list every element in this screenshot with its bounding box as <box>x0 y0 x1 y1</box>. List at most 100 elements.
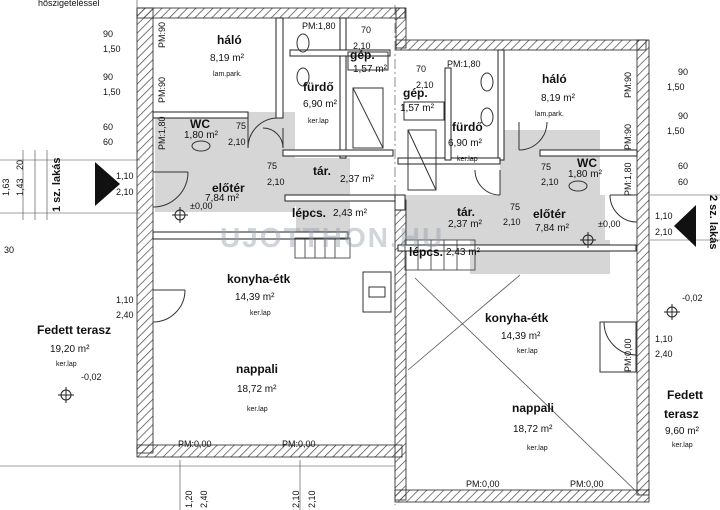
dim-60-b: 60 <box>103 137 114 147</box>
apartment-label-1: 1 sz. lakás <box>51 157 63 212</box>
room-halo-left: háló <box>217 33 242 47</box>
dim-20: 20 <box>15 159 25 170</box>
doors <box>152 117 638 356</box>
pm-furdo-right: PM:1,80 <box>447 59 481 69</box>
level-entry-left: ±0,00 <box>190 201 213 211</box>
entrance-arrow-right <box>674 205 696 247</box>
room-lepcs-left: lépcs. <box>292 206 327 220</box>
dim-75-d: 75 <box>510 202 521 212</box>
area-halo-right: 8,19 m² <box>541 93 575 104</box>
dim-60-d: 60 <box>678 177 689 187</box>
dim-163: 1,63 <box>1 178 11 196</box>
area-lepcs-left: 2,43 m² <box>333 208 367 219</box>
dim-70-b: 70 <box>416 64 427 74</box>
dim-90-d: 90 <box>678 111 689 121</box>
outer-walls <box>136 7 650 503</box>
dim-110-b: 1,10 <box>116 295 134 305</box>
pm-0-c: PM:0,00 <box>466 479 500 489</box>
room-terasz-left: Fedett terasz <box>37 323 112 337</box>
dim-210-bottom-b: 2,10 <box>307 490 317 508</box>
finish-terasz-left: ker.lap <box>56 361 77 368</box>
diagonal-lines <box>407 274 641 496</box>
area-nappali-right: 18,72 m² <box>513 424 553 435</box>
pm-furdo-left: PM:1,80 <box>302 21 336 31</box>
room-halo-right: háló <box>542 72 567 86</box>
bathroom-fixtures <box>191 33 588 192</box>
room-nappali-left: nappali <box>236 362 279 376</box>
area-halo-left: 8,19 m² <box>210 53 244 64</box>
dim-110-c: 1,10 <box>655 211 673 221</box>
room-eloter-right: előtér <box>533 207 566 221</box>
dim-210-g: 2,10 <box>503 217 521 227</box>
stairs <box>294 237 476 271</box>
room-tar-left: tár. <box>313 164 332 178</box>
area-furdo-right: 6,90 m² <box>448 138 482 149</box>
area-konyha-right: 14,39 m² <box>501 331 541 342</box>
room-furdo-right: fürdő <box>452 120 483 134</box>
level-entry-right: ±0,00 <box>598 219 621 229</box>
finish-halo-right: lam.park. <box>535 111 564 118</box>
dim-240-bottom: 2,40 <box>199 490 209 508</box>
area-wc-right: 1,80 m² <box>568 169 602 180</box>
dim-240-b: 2,40 <box>655 349 673 359</box>
pm-0-a: PM:0,00 <box>178 439 212 449</box>
dim-150-a: 1,50 <box>103 44 121 54</box>
dim-210-h: 2,10 <box>655 227 673 237</box>
room-terasz-right-a: Fedett <box>667 388 703 402</box>
dim-210-e: 2,10 <box>416 80 434 90</box>
pm-0-v: PM:0,00 <box>623 338 633 372</box>
room-eloter-left: előtér <box>212 181 245 195</box>
area-gep-right: 1,57 m² <box>400 103 434 114</box>
dim-210-c: 2,10 <box>267 177 285 187</box>
dim-90-c: 90 <box>678 67 689 77</box>
dim-70-a: 70 <box>361 25 372 35</box>
pm-90-a: PM:90 <box>157 21 167 48</box>
inner-walls <box>152 17 638 252</box>
dim-75-c: 75 <box>541 162 552 172</box>
room-furdo-left: fürdő <box>303 80 334 94</box>
area-lepcs-right: 2,43 m² <box>446 247 480 258</box>
pm-90-c: PM:90 <box>623 71 633 98</box>
dim-150-d: 1,50 <box>667 126 685 136</box>
dim-210-f: 2,10 <box>541 177 559 187</box>
area-furdo-left: 6,90 m² <box>303 99 337 110</box>
dim-75-b: 75 <box>267 161 278 171</box>
header-note: hőszigeteléssel <box>38 0 100 8</box>
room-wc-right: WC <box>577 156 597 170</box>
pm-90-b: PM:90 <box>157 76 167 103</box>
dim-110-a: 1,10 <box>116 171 134 181</box>
entry-zones <box>155 112 610 274</box>
area-gep-left: 1,57 m² <box>353 64 387 75</box>
area-nappali-left: 18,72 m² <box>237 384 277 395</box>
dim-210-a: 2,10 <box>116 187 134 197</box>
room-gep-left: gép. <box>350 48 375 62</box>
dim-210-b: 2,10 <box>228 137 246 147</box>
finish-nappali-right: ker.lap <box>527 445 548 452</box>
room-konyha-right: konyha-étk <box>485 311 549 325</box>
dim-240-a: 2,40 <box>116 310 134 320</box>
area-terasz-right: 9,60 m² <box>665 426 699 437</box>
finish-furdo-right: ker.lap <box>457 156 478 163</box>
dim-90-a: 90 <box>103 29 114 39</box>
area-terasz-left: 19,20 m² <box>50 344 90 355</box>
dim-150-b: 1,50 <box>103 87 121 97</box>
dim-150-c: 1,50 <box>667 82 685 92</box>
finish-terasz-right: ker.lap <box>672 442 693 449</box>
room-gep-right: gép. <box>403 86 428 100</box>
dim-60-a: 60 <box>103 122 114 132</box>
area-tar-left: 2,37 m² <box>340 174 374 185</box>
area-wc-left: 1,80 m² <box>184 130 218 141</box>
apartment-label-2: 2 sz. lakás <box>707 195 719 250</box>
kitchen-counters <box>362 271 637 373</box>
level-terasz-right: -0,02 <box>682 293 703 303</box>
area-eloter-left: 7,84 m² <box>205 193 239 204</box>
dim-60-c: 60 <box>678 161 689 171</box>
dim-143: 1,43 <box>15 178 25 196</box>
room-konyha-left: konyha-étk <box>227 272 291 286</box>
level-markers <box>58 207 680 403</box>
dim-30: 30 <box>4 245 15 255</box>
pm-0-b: PM:0,00 <box>282 439 316 449</box>
pm-180-a: PM:1,80 <box>157 116 167 150</box>
